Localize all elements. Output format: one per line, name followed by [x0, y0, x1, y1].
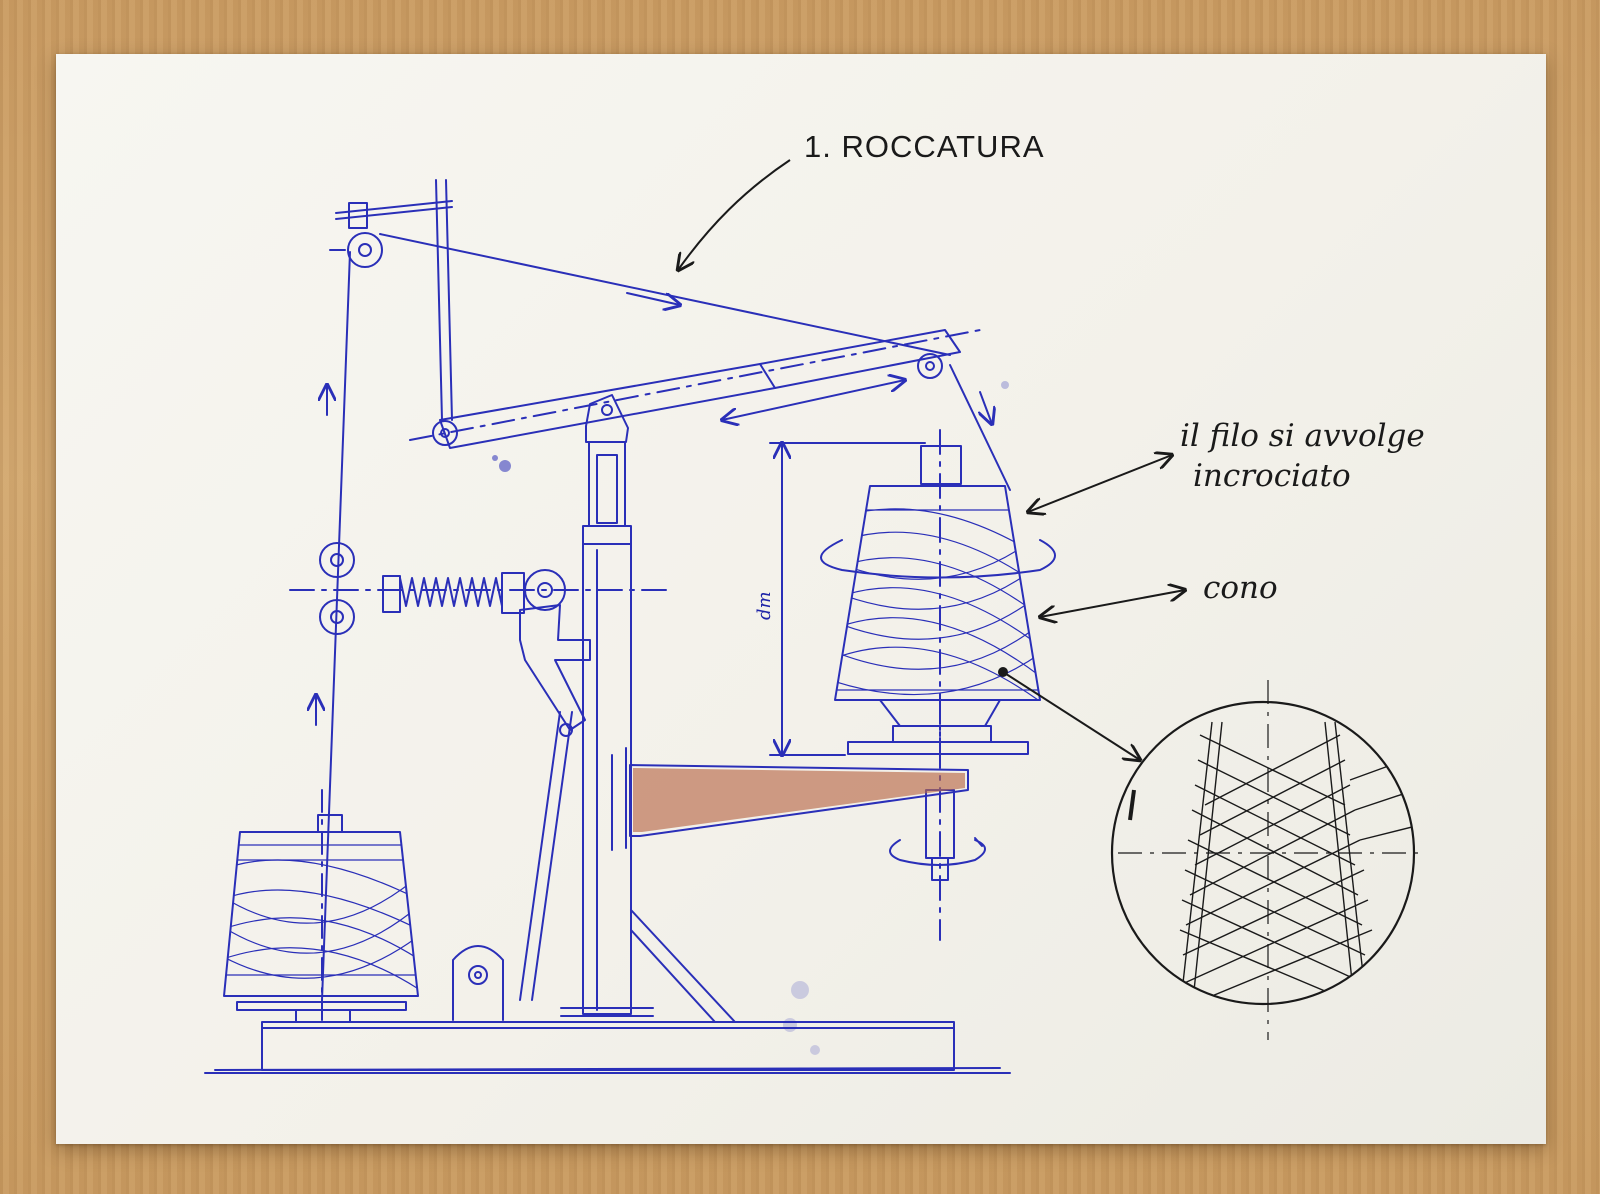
- tension-roller-bottom-icon: [319, 599, 355, 635]
- column-brace: [630, 909, 736, 1023]
- cone-plate: [847, 741, 1029, 755]
- tension-lever: [519, 604, 591, 731]
- machine-ink-lines: [204, 179, 1056, 1074]
- tension-spring-icon: [399, 577, 503, 607]
- diameter-label: dm: [754, 591, 775, 620]
- ink-smudges: [492, 381, 1009, 1055]
- cone-label: cono: [1203, 570, 1278, 606]
- paper-sheet: [56, 54, 1546, 1144]
- thread-vertical: [321, 251, 351, 1001]
- supply-cone: [223, 831, 419, 997]
- spindle-rotation-arrow: [889, 839, 986, 866]
- spring-cap-right: [501, 572, 525, 614]
- thread-crossing-label-line1: il filo si avvolge: [1180, 418, 1425, 454]
- thread-diagonal: [379, 233, 951, 356]
- machine-base: [261, 1021, 955, 1071]
- main-column: [582, 543, 632, 1015]
- wound-cone: [834, 485, 1041, 701]
- thread-to-cone: [949, 364, 1011, 491]
- spring-cap-left: [382, 575, 401, 613]
- arm-pivot-right-icon: [917, 353, 943, 379]
- supply-cone-top: [317, 814, 343, 833]
- thread-crossing-label-line2: incrociato: [1193, 458, 1351, 494]
- spindle-arm: [629, 764, 969, 837]
- lever-rod: [519, 711, 561, 1001]
- title-label: 1. ROCCATURA: [804, 129, 1045, 164]
- traverse-arm: [439, 329, 961, 449]
- tension-roller-top-icon: [319, 542, 355, 578]
- traverse-motion-arrow: [722, 380, 905, 420]
- pulley-bracket: [348, 202, 368, 229]
- cone-arrow: [1040, 590, 1185, 617]
- annotation-arrows: [998, 455, 1185, 760]
- top-pulley-icon: [347, 232, 383, 268]
- base-clamp-block: [452, 945, 504, 1021]
- spring-lever-pivot-icon: [524, 569, 566, 611]
- thread-crossing-detail: [1110, 680, 1420, 1040]
- title-pointer-arrow: [678, 159, 791, 270]
- thread-crossing-arrow: [1028, 455, 1172, 512]
- top-bracket-bar: [335, 200, 453, 214]
- spindle-arm-wash: [633, 768, 965, 832]
- arm-pivot-left-icon: [432, 420, 458, 446]
- detail-pointer-arrow: [1002, 671, 1140, 760]
- cone-rotation-arrow: [820, 539, 1056, 579]
